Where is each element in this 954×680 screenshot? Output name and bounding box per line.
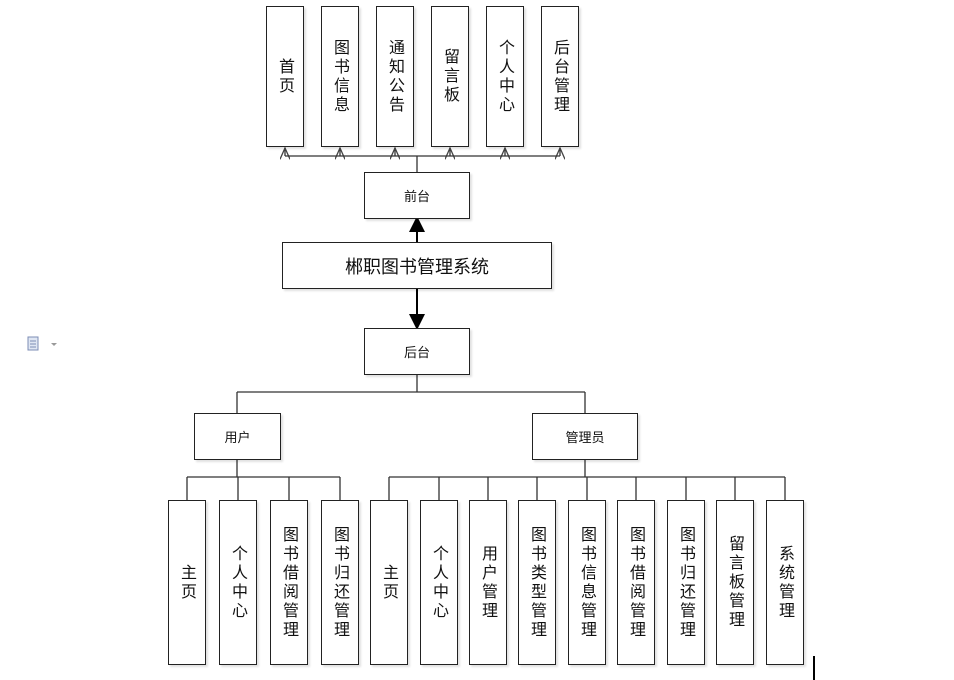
admin-module-box: 图书信息管理 — [568, 500, 606, 665]
admin-module-box: 图书类型管理 — [518, 500, 556, 665]
admin-module-box: 图书借阅管理 — [617, 500, 655, 665]
frontend-module-box: 留言板 — [431, 6, 469, 147]
admin-module-box: 图书归还管理 — [667, 500, 705, 665]
user-module-box: 图书归还管理 — [321, 500, 359, 665]
admin-module-box: 个人中心 — [420, 500, 458, 665]
frontend-module-box: 个人中心 — [486, 6, 524, 147]
user-module-box: 图书借阅管理 — [270, 500, 308, 665]
frontend-module-box: 首页 — [266, 6, 304, 147]
document-icon[interactable] — [27, 336, 41, 352]
backend-box: 后台 — [364, 328, 470, 375]
user-module-box: 主页 — [168, 500, 206, 665]
root-system-box: 郴职图书管理系统 — [282, 242, 552, 289]
admin-module-box: 留言板管理 — [716, 500, 754, 665]
chevron-down-icon[interactable] — [51, 343, 57, 346]
admin-role-box: 管理员 — [532, 413, 638, 460]
frontend-box: 前台 — [364, 172, 470, 219]
frontend-module-box: 图书信息 — [321, 6, 359, 147]
user-role-box: 用户 — [194, 413, 281, 460]
frontend-module-box: 后台管理 — [541, 6, 579, 147]
text-cursor — [813, 656, 815, 680]
frontend-module-box: 通知公告 — [376, 6, 414, 147]
admin-module-box: 主页 — [370, 500, 408, 665]
admin-module-box: 系统管理 — [766, 500, 804, 665]
admin-module-box: 用户管理 — [469, 500, 507, 665]
user-module-box: 个人中心 — [219, 500, 257, 665]
